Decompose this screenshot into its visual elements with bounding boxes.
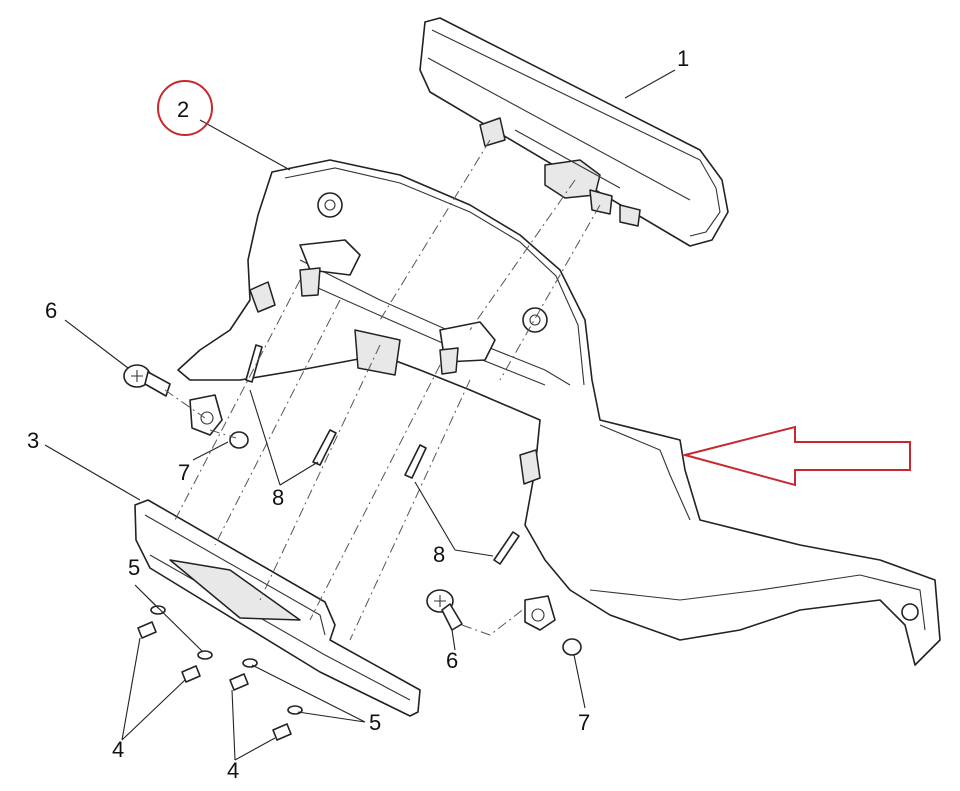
part-3-lower-cover bbox=[134, 499, 421, 717]
part-1-instrument-cluster bbox=[419, 17, 729, 247]
callout-7-left: 7 bbox=[178, 460, 190, 485]
assembly-lines bbox=[164, 139, 601, 641]
part-2-handlebar-cover bbox=[177, 159, 941, 666]
callout-6-right: 6 bbox=[446, 648, 458, 673]
callout-7-right: 7 bbox=[578, 710, 590, 735]
callout-3: 3 bbox=[27, 428, 39, 453]
callout-4-bottom: 4 bbox=[227, 758, 239, 783]
callout-6-left: 6 bbox=[45, 298, 57, 323]
callout-8-left: 8 bbox=[272, 485, 284, 510]
callout-4-left: 4 bbox=[112, 737, 124, 762]
callout-8-right: 8 bbox=[433, 542, 445, 567]
red-annotations bbox=[157, 80, 911, 487]
callout-5-right: 5 bbox=[369, 710, 381, 735]
highlight-arrow bbox=[681, 425, 911, 487]
callout-2: 2 bbox=[177, 97, 189, 122]
highlight-circle bbox=[157, 80, 213, 136]
callout-labels: 1 2 3 4 4 5 5 6 6 7 7 8 8 bbox=[27, 46, 689, 783]
leader-lines bbox=[44, 69, 676, 761]
callout-1: 1 bbox=[677, 46, 689, 71]
callout-5-left: 5 bbox=[128, 555, 140, 580]
